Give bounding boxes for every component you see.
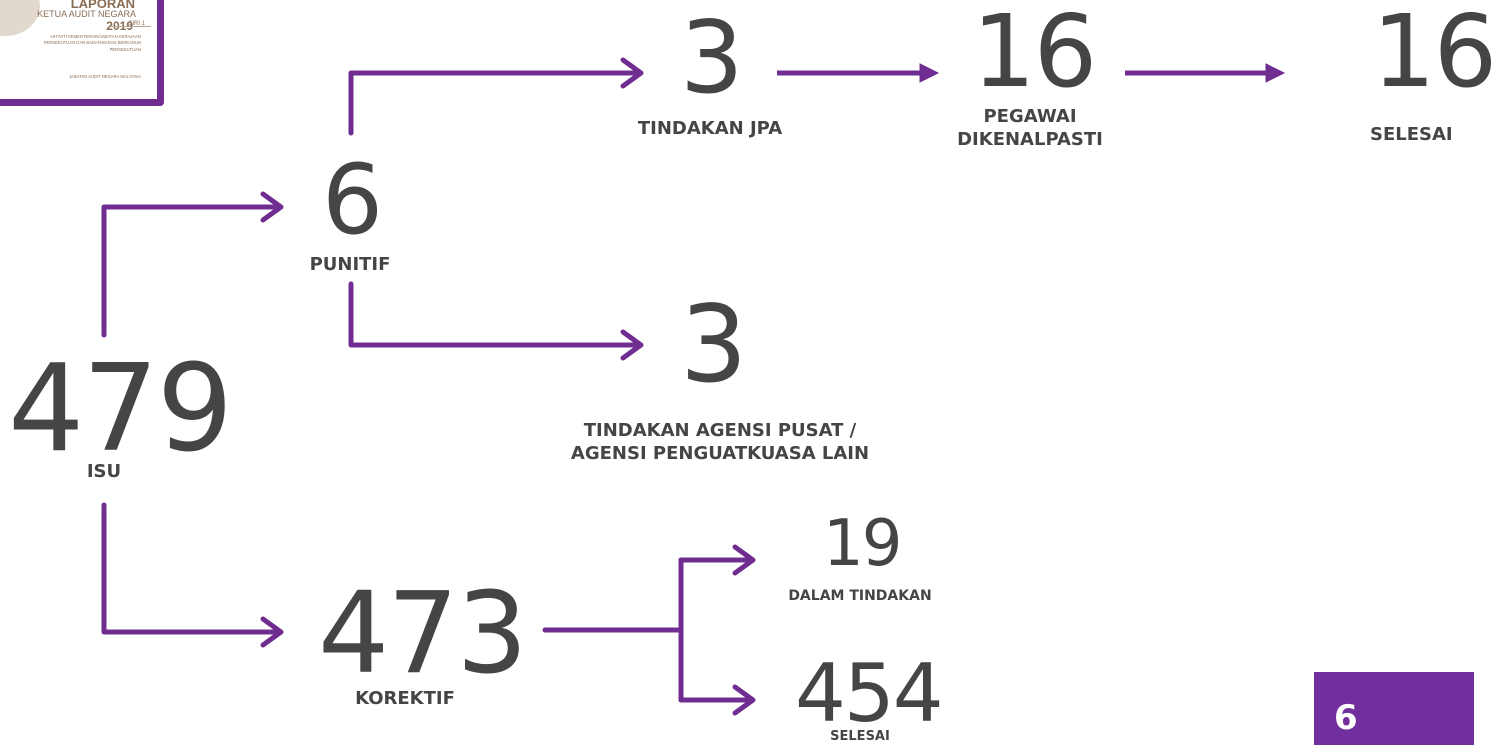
agensi-label: TINDAKAN AGENSI PUSAT / AGENSI PENGUATKU… — [540, 420, 900, 465]
agensi-value: 3 — [680, 283, 747, 406]
cover-series: SIRI 1 — [128, 21, 145, 27]
agensi-label-line2: AGENSI PENGUATKUASA LAIN — [570, 442, 870, 464]
report-cover-thumbnail: LAPORAN KETUA AUDIT NEGARA 2019 SIRI 1 A… — [0, 0, 164, 106]
punitif-label: PUNITIF — [309, 254, 391, 275]
arrow-punitif-to-jpa — [348, 70, 643, 136]
arrowhead-agensi — [620, 329, 644, 361]
cover-publisher: JABATAN AUDIT NEGARA MALAYSIA — [68, 74, 141, 79]
arrowhead-pegawai — [919, 63, 940, 83]
arrow-isu-to-korektif — [101, 502, 283, 635]
cover-subtitle: KETUA AUDIT NEGARA — [37, 9, 136, 19]
cover-title: LAPORAN — [70, 0, 135, 11]
pegawai-label-line1: PEGAWAI — [983, 106, 1077, 127]
arrowhead-dalam-tindakan — [732, 544, 756, 576]
selesai-top-value: 16 — [1372, 0, 1495, 110]
cover-description: AKTIVITI KEMENTERIAN/JABATAN KERAJAAN PE… — [43, 34, 141, 52]
punitif-value: 6 — [322, 144, 383, 256]
arrowhead-selesai-top — [1265, 63, 1286, 83]
arrowhead-selesai-bottom — [732, 684, 756, 716]
korektif-value: 473 — [318, 569, 528, 699]
arrowhead-jpa — [620, 57, 644, 89]
selesai-bottom-value: 454 — [795, 647, 944, 740]
pegawai-label: PEGAWAI DIKENALPASTI — [940, 106, 1120, 151]
isu-value: 479 — [8, 340, 233, 479]
selesai-bottom-label: SELESAI — [830, 729, 890, 744]
dalam-tindakan-label: DALAM TINDAKAN — [788, 588, 932, 604]
cover-rule — [110, 26, 151, 27]
agensi-label-line1: TINDAKAN AGENSI PUSAT / — [583, 420, 857, 441]
pegawai-value: 16 — [972, 0, 1097, 110]
tindakan-jpa-value: 3 — [680, 0, 744, 116]
pegawai-label-line2: DIKENALPASTI — [957, 128, 1103, 150]
dalam-tindakan-value: 19 — [823, 507, 902, 581]
arrow-punitif-to-agensi — [348, 281, 643, 348]
selesai-top-label: SELESAI — [1370, 124, 1453, 145]
isu-label: ISU — [86, 461, 122, 482]
arrow-isu-to-punitif — [101, 204, 283, 338]
page-number-badge: 6 — [1314, 672, 1474, 745]
page-number: 6 — [1334, 698, 1358, 738]
tindakan-jpa-label: TINDAKAN JPA — [637, 118, 783, 139]
arrowhead-korektif — [260, 616, 284, 648]
korektif-label: KOREKTIF — [355, 688, 455, 709]
arrowhead-punitif — [260, 191, 284, 223]
